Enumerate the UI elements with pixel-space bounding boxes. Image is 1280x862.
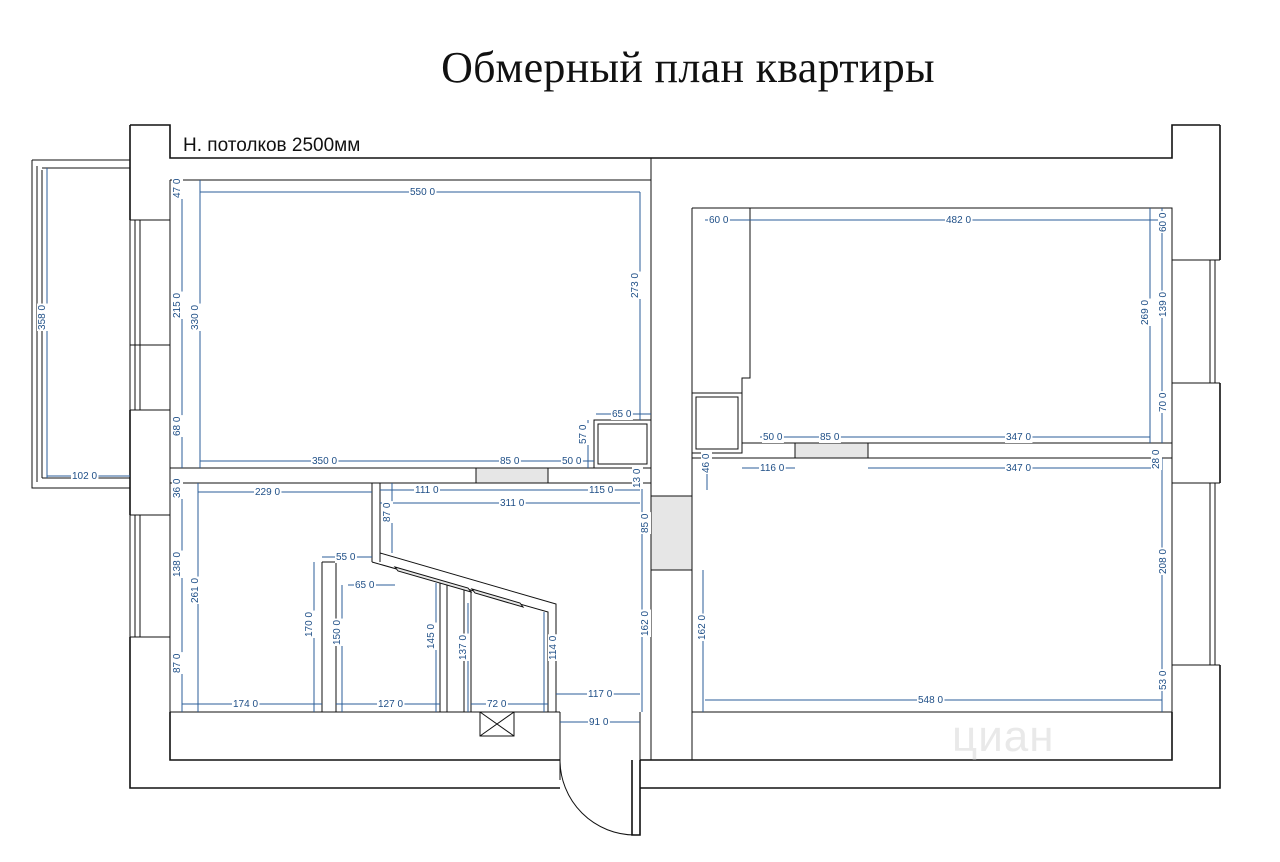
partition-1 [170, 467, 651, 484]
dimension-label-d91: 91 0 [589, 717, 609, 728]
dimension-label-d114: 114 0 [548, 635, 559, 660]
door-opening-3 [650, 495, 693, 571]
dimension-label-d347a: 347 0 [1006, 432, 1031, 443]
dimension-label-d70: 70 0 [1158, 392, 1169, 412]
dimension-label-d150: 150 0 [332, 620, 343, 645]
dimension-label-d137: 137 0 [458, 635, 469, 660]
bath-walls [321, 483, 381, 712]
dimension-label-d117: 117 0 [588, 689, 613, 700]
dimension-label-d145: 145 0 [426, 624, 437, 649]
dimension-lines [46, 168, 1163, 723]
door-swing [559, 759, 636, 836]
dimension-label-d60a: 60 0 [709, 215, 729, 226]
dimension-label-d50a: 50 0 [562, 456, 582, 467]
dimension-label-d55: 55 0 [336, 552, 356, 563]
dimension-label-d13: 13 0 [632, 468, 643, 488]
dimension-label-d68: 68 0 [172, 416, 183, 436]
walls [31, 124, 1221, 836]
dimension-label-d65a: 65 0 [612, 409, 632, 420]
dimension-label-d347b: 347 0 [1006, 463, 1031, 474]
dimension-label-d215: 215 0 [172, 293, 183, 318]
outer-top-wall [130, 124, 1220, 159]
dimension-label-d138: 138 0 [172, 552, 183, 577]
dimension-label-d50b: 50 0 [763, 432, 783, 443]
dimension-label-d87a: 87 0 [382, 502, 393, 522]
door-opening-1 [475, 467, 549, 484]
dimension-label-d208: 208 0 [1158, 549, 1169, 574]
vent-box [479, 711, 515, 737]
door-jamb [631, 760, 641, 836]
dimension-label-d65b: 65 0 [355, 580, 375, 591]
dimension-label-d102: 102 0 [72, 471, 97, 482]
window-right-2 [1172, 482, 1220, 666]
dimension-label-d170: 170 0 [304, 612, 315, 637]
shaft-1 [593, 419, 652, 469]
shaft-2 [691, 392, 743, 454]
dimension-label-d46: 46 0 [701, 453, 712, 473]
dimension-label-d139: 139 0 [1158, 292, 1169, 317]
dimension-label-d28: 28 0 [1151, 449, 1162, 469]
dimension-label-d87b: 87 0 [172, 653, 183, 673]
dimension-label-d229: 229 0 [255, 487, 280, 498]
dimension-label-d72: 72 0 [487, 699, 507, 710]
dimension-label-d162b: 162 0 [697, 615, 708, 640]
dimension-label-d548: 548 0 [918, 695, 943, 706]
dimension-label-d36: 36 0 [172, 478, 183, 498]
dimension-label-d60b: 60 0 [1158, 212, 1169, 232]
dimension-label-d85a: 85 0 [500, 456, 520, 467]
dimension-label-d350: 350 0 [312, 456, 337, 467]
watermark-text: циан [952, 712, 1055, 761]
partition-2 [692, 207, 1173, 712]
dimension-label-d116: 116 0 [760, 463, 785, 474]
dimension-label-d482: 482 0 [946, 215, 971, 226]
inner-bottom-left [169, 712, 560, 761]
dimension-label-d261: 261 0 [190, 578, 201, 603]
dimension-label-d47: 47 0 [172, 178, 183, 198]
dimension-label-d330: 330 0 [190, 305, 201, 330]
dimension-label-d550: 550 0 [410, 187, 435, 198]
dimension-label-d273: 273 0 [630, 273, 641, 298]
plan-title: Обмерный план квартиры [441, 43, 935, 92]
dimension-label-d127: 127 0 [378, 699, 403, 710]
dimension-label-d57: 57 0 [578, 424, 589, 444]
dimension-label-d115: 115 0 [589, 485, 614, 496]
dimension-label-d53: 53 0 [1158, 670, 1169, 690]
dimension-label-d85b: 85 0 [640, 513, 651, 533]
dimension-label-d162a: 162 0 [640, 611, 651, 636]
inner-bottom-right [640, 712, 1173, 761]
window-left-1 [129, 219, 170, 411]
right-wall-bottom [640, 665, 1221, 789]
dimension-label-d311: 311 0 [500, 498, 525, 509]
window-right-1 [1172, 259, 1220, 384]
ceiling-height-label: Н. потолков 2500мм [183, 135, 360, 156]
dimension-label-d85c: 85 0 [820, 432, 840, 443]
dimension-label-d174: 174 0 [233, 699, 258, 710]
dimension-label-d358: 358 0 [37, 305, 48, 330]
door-opening-2 [794, 442, 869, 459]
dimension-labels: 550 0 47 0 215 0 330 0 273 0 68 0 358 0 102 0 35… [37, 177, 1169, 728]
window-left-2 [129, 514, 170, 638]
entrance-walls [559, 712, 641, 760]
left-wall-bottom [129, 637, 560, 789]
dimension-label-d269: 269 0 [1140, 300, 1151, 325]
room1-outline [170, 179, 652, 496]
bath-doors [393, 566, 525, 608]
dimension-label-d111: 111 0 [415, 485, 439, 496]
